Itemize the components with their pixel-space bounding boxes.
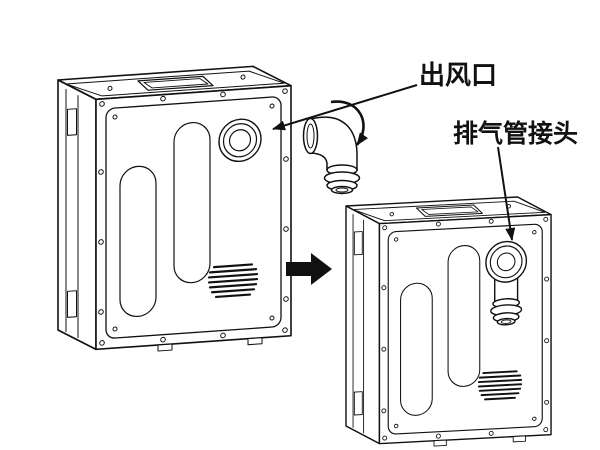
elbow-connector-attached [485,240,528,326]
elbow-connector-detached [302,116,361,195]
exhaust-connector-leader-line [497,146,516,241]
air-outlet-label: 出风口 [419,60,497,90]
exhaust-connector-label: 排气管接头 [453,119,578,148]
appliance-before [56,62,293,360]
curved-rotation-arrow-icon [330,100,369,146]
right-block-arrow-icon [286,253,332,285]
air-outlet-leader-line [272,84,418,131]
appliance-after [345,194,553,450]
